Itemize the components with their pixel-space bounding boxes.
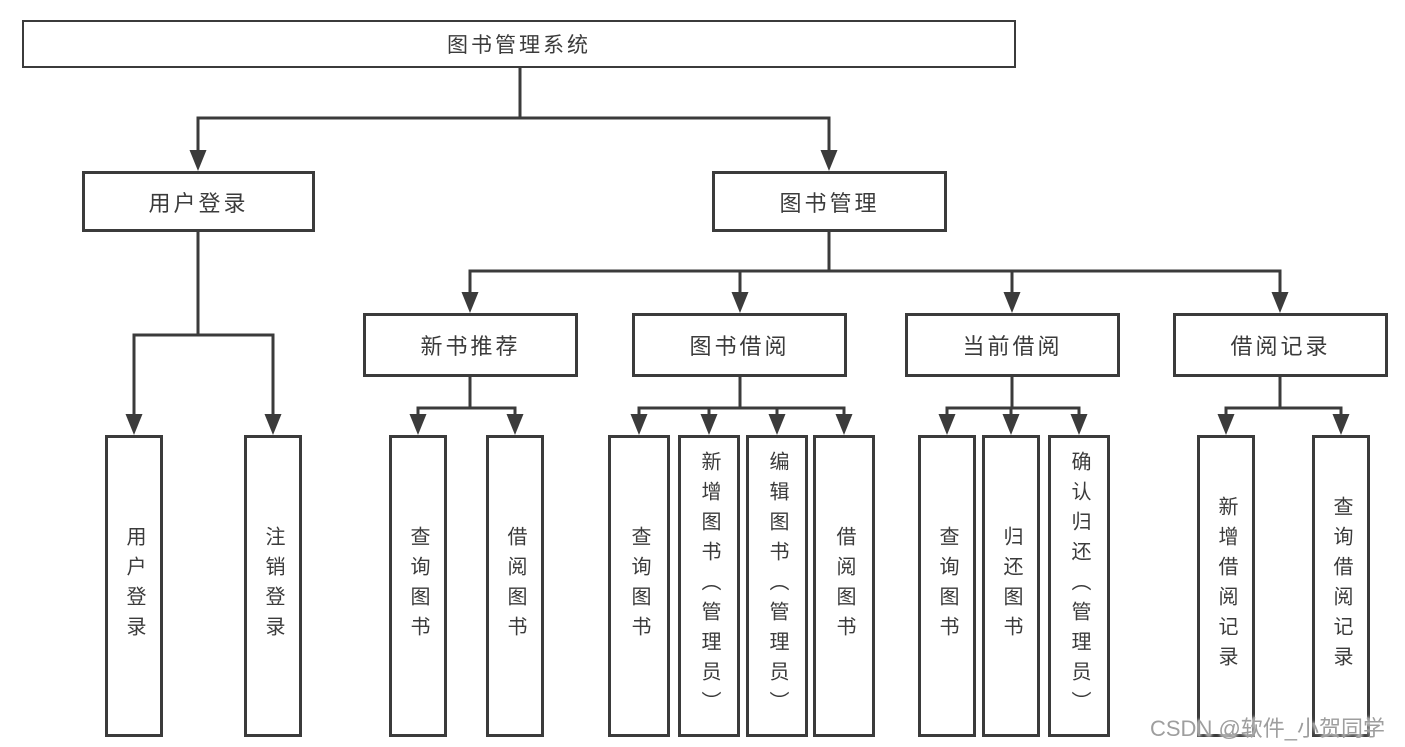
node-label: 编辑图书（管理员） (766, 451, 788, 721)
leaf-confirm-return-admin: 确认归还（管理员） (1048, 435, 1110, 737)
node-label: 图书管理系统 (447, 34, 591, 57)
node-label: 借阅图书 (504, 526, 526, 646)
node-label: 图书借阅 (689, 334, 790, 359)
node-label: 查询图书 (936, 526, 958, 646)
node-label: 借阅记录 (1230, 334, 1331, 359)
node-book-borrowing: 图书借阅 (632, 313, 847, 377)
leaf-query-borrow-record: 查询借阅记录 (1312, 435, 1370, 737)
node-label: 归还图书 (1000, 526, 1022, 646)
node-label: 查询图书 (628, 526, 650, 646)
node-new-book-recommendation: 新书推荐 (363, 313, 578, 377)
leaf-add-books-admin: 新增图书（管理员） (678, 435, 740, 737)
node-book-management: 图书管理 (712, 171, 947, 232)
leaf-query-books-2: 查询图书 (608, 435, 670, 737)
node-label: 注销登录 (262, 526, 284, 646)
node-label: 用户登录 (148, 190, 249, 216)
node-label: 借阅图书 (833, 526, 855, 646)
leaf-add-borrow-record: 新增借阅记录 (1197, 435, 1255, 737)
node-current-borrowing: 当前借阅 (905, 313, 1120, 377)
leaf-edit-books-admin: 编辑图书（管理员） (746, 435, 808, 737)
node-label: 图书管理 (779, 190, 880, 216)
node-label: 用户登录 (123, 526, 145, 646)
node-label: 新增图书（管理员） (698, 451, 720, 721)
leaf-query-books-1: 查询图书 (389, 435, 447, 737)
node-label: 新增借阅记录 (1215, 496, 1237, 676)
node-label: 新书推荐 (420, 334, 521, 359)
node-user-login: 用户登录 (82, 171, 315, 232)
node-label: 查询借阅记录 (1330, 496, 1352, 676)
node-borrowing-records: 借阅记录 (1173, 313, 1388, 377)
node-label: 当前借阅 (962, 334, 1063, 359)
leaf-logout: 注销登录 (244, 435, 302, 737)
node-library-management-system: 图书管理系统 (22, 20, 1016, 68)
csdn-watermark: CSDN @软件_小贺同学 (1150, 716, 1386, 741)
node-label: 查询图书 (407, 526, 429, 646)
leaf-borrow-books-1: 借阅图书 (486, 435, 544, 737)
leaf-query-books-3: 查询图书 (918, 435, 976, 737)
node-label: 确认归还（管理员） (1068, 451, 1090, 721)
leaf-borrow-books-2: 借阅图书 (813, 435, 875, 737)
leaf-return-books: 归还图书 (982, 435, 1040, 737)
leaf-user-login: 用户登录 (105, 435, 163, 737)
